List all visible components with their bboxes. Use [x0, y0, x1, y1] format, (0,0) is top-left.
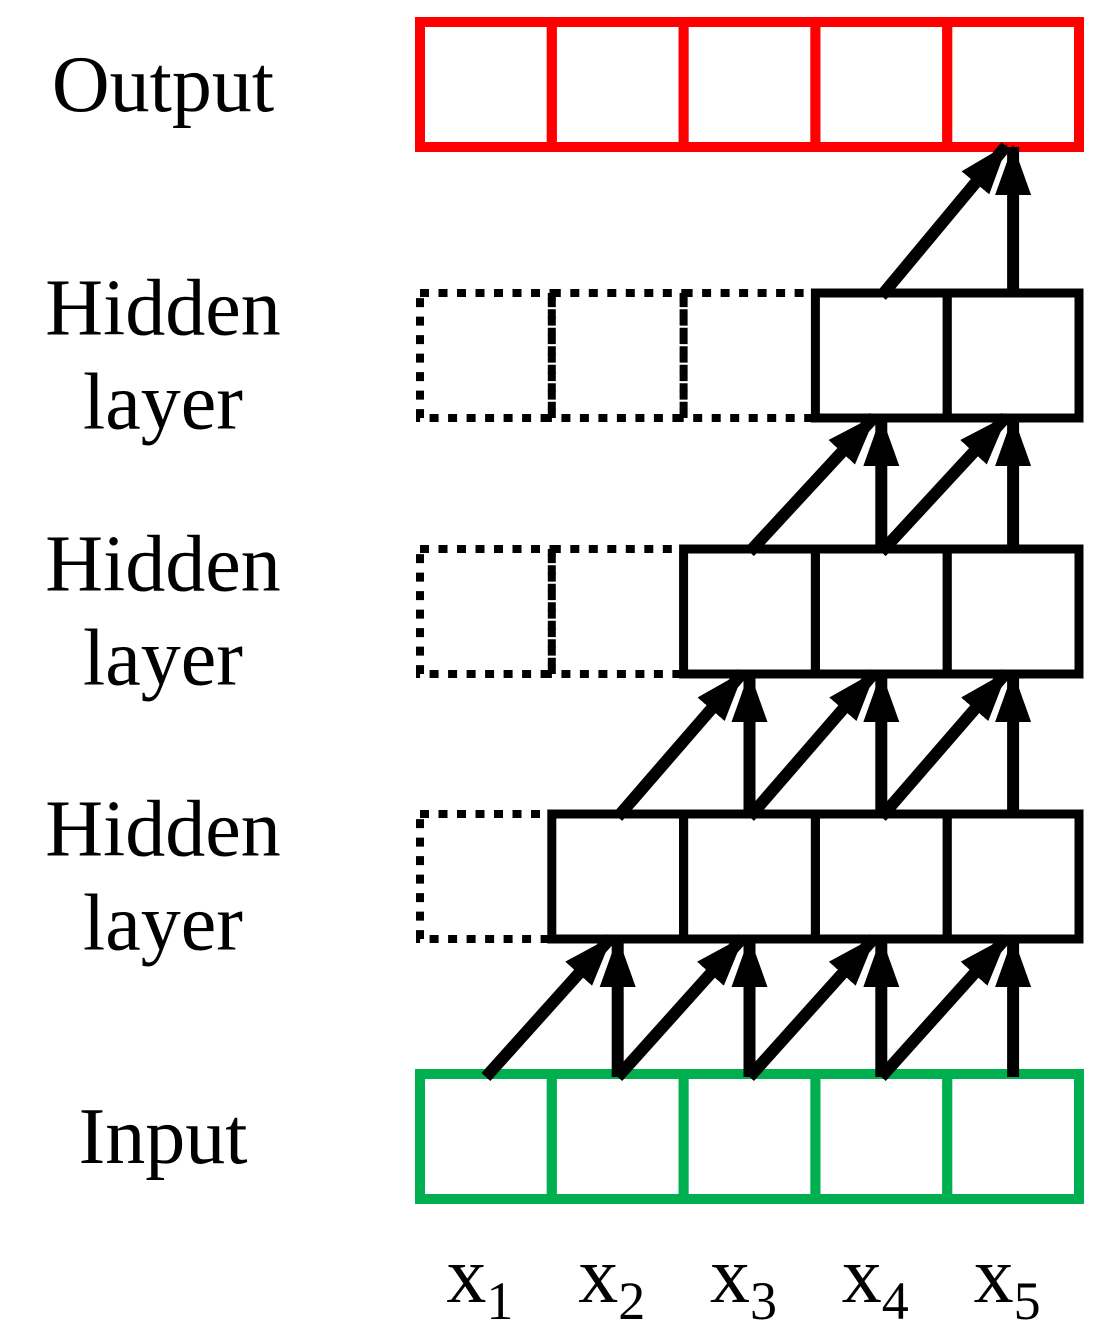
- cell-solid: [415, 17, 557, 152]
- arrow-diagonal: [745, 412, 879, 557]
- cell-solid: [678, 1069, 821, 1204]
- arrow-diagonal: [876, 412, 1011, 557]
- cell-solid: [942, 809, 1084, 944]
- cell-solid: [810, 809, 952, 944]
- input-label-x2: x2: [578, 1232, 645, 1330]
- cell-solid: [810, 17, 953, 152]
- cell-dashed: [547, 289, 688, 422]
- arrow-diagonal: [481, 933, 616, 1082]
- cell-dashed: [416, 545, 556, 678]
- cell-solid: [415, 1069, 557, 1204]
- label-input: Input: [78, 1092, 248, 1181]
- cell-solid: [546, 17, 689, 152]
- label-hidden-layer-middle: Hidden layer: [45, 520, 281, 703]
- input-label-x4: x4: [842, 1232, 909, 1330]
- cell-solid: [810, 544, 952, 679]
- input-axis-labels: x1 x2 x3 x4 x5: [446, 1232, 1040, 1330]
- layer-row-hidden1: [416, 809, 1084, 944]
- cell-solid: [547, 809, 689, 944]
- arrow-diagonal: [876, 669, 1011, 821]
- cell-solid: [942, 544, 1084, 679]
- label-hidden-layer-top: Hidden layer: [45, 264, 281, 447]
- cell-solid: [679, 809, 820, 944]
- cell-solid: [678, 17, 821, 152]
- cell-solid: [679, 544, 820, 679]
- cell-solid: [810, 1069, 953, 1204]
- label-hidden-layer-bottom: Hidden layer: [45, 785, 281, 968]
- arrow-diagonal: [744, 669, 879, 821]
- input-label-x5: x5: [974, 1232, 1041, 1330]
- arrow-diagonal: [876, 933, 1011, 1082]
- arrow-diagonal: [745, 933, 879, 1082]
- arrow-diagonal: [613, 669, 748, 821]
- arrow-diagonal: [613, 933, 747, 1082]
- input-label-x1: x1: [446, 1232, 513, 1330]
- cell-dashed: [416, 289, 556, 422]
- cell-dashed: [679, 289, 820, 422]
- arrow-diagonal: [876, 142, 1011, 300]
- label-output: Output: [51, 40, 275, 129]
- cell-dashed: [547, 545, 688, 678]
- cell-solid: [942, 288, 1084, 423]
- connection-arrows: [481, 142, 1032, 1082]
- cell-solid: [942, 17, 1085, 152]
- layer-row-hidden2: [416, 544, 1084, 679]
- cell-solid: [546, 1069, 689, 1204]
- cell-solid: [942, 1069, 1085, 1204]
- layer-row-output: [415, 17, 1085, 152]
- layer-row-hidden3: [416, 288, 1084, 423]
- cell-dashed: [416, 810, 556, 943]
- cell-solid: [810, 288, 952, 423]
- input-label-x3: x3: [710, 1232, 777, 1330]
- layer-row-input: [415, 1069, 1085, 1204]
